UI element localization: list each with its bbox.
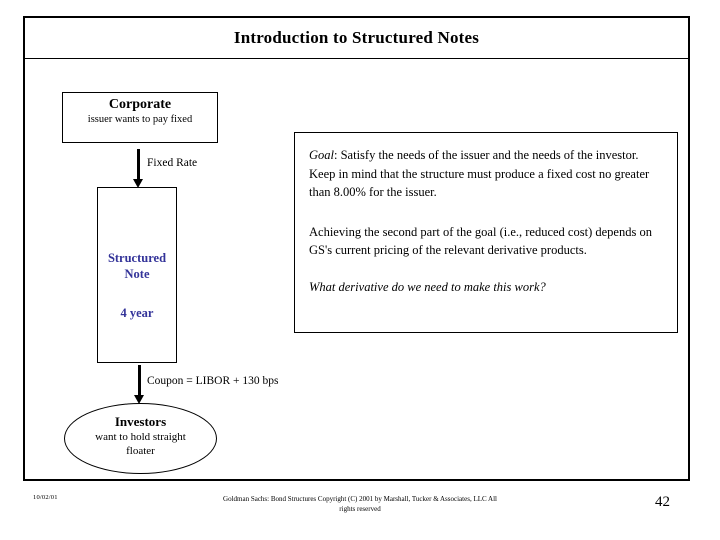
structured-note-name-line2: Note bbox=[124, 267, 150, 281]
footer-page-number: 42 bbox=[655, 494, 670, 510]
slide-frame: Introduction to Structured Notes Corpora… bbox=[23, 16, 690, 481]
investors-subtitle-line2: floater bbox=[126, 445, 155, 457]
info-box: Goal: Satisfy the needs of the issuer an… bbox=[294, 132, 678, 333]
page-title: Introduction to Structured Notes bbox=[233, 28, 480, 47]
footer-credit: Goldman Sachs: Bond Structures Copyright… bbox=[223, 495, 497, 513]
info-achieving-paragraph: Achieving the second part of the goal (i… bbox=[309, 224, 652, 258]
arrow-fixed-rate-label: Fixed Rate bbox=[147, 157, 198, 169]
arrow-shaft bbox=[137, 149, 140, 180]
investors-ellipse: Investors want to hold straight floater bbox=[64, 403, 217, 474]
investors-subtitle: want to hold straight floater bbox=[65, 430, 216, 458]
structured-note-term: 4 year bbox=[120, 306, 154, 320]
structured-note-box: Structured Note 4 year bbox=[97, 187, 177, 363]
slide-title-bar: Introduction to Structured Notes bbox=[25, 18, 688, 59]
corporate-box: Corporate issuer wants to pay fixed bbox=[62, 92, 218, 143]
structured-note-name: Structured Note bbox=[98, 250, 176, 282]
goal-text: : Satisfy the needs of the issuer and th… bbox=[309, 148, 650, 199]
investors-title: Investors bbox=[114, 414, 167, 429]
corporate-title: Corporate bbox=[108, 97, 172, 112]
footer-date: 10/02/01 bbox=[33, 494, 58, 501]
investors-subtitle-line1: want to hold straight bbox=[95, 431, 186, 443]
corporate-subtitle: issuer wants to pay fixed bbox=[87, 114, 193, 125]
info-question-paragraph: What derivative do we need to make this … bbox=[309, 279, 546, 294]
arrow-head bbox=[134, 395, 144, 404]
structured-note-name-line1: Structured bbox=[107, 251, 167, 265]
arrow-shaft bbox=[138, 365, 141, 396]
arrow-head bbox=[133, 179, 143, 188]
arrow-coupon-label: Coupon = LIBOR + 130 bps bbox=[147, 375, 279, 387]
goal-label: Goal bbox=[309, 148, 334, 162]
info-goal-paragraph: Goal: Satisfy the needs of the issuer an… bbox=[309, 146, 663, 202]
